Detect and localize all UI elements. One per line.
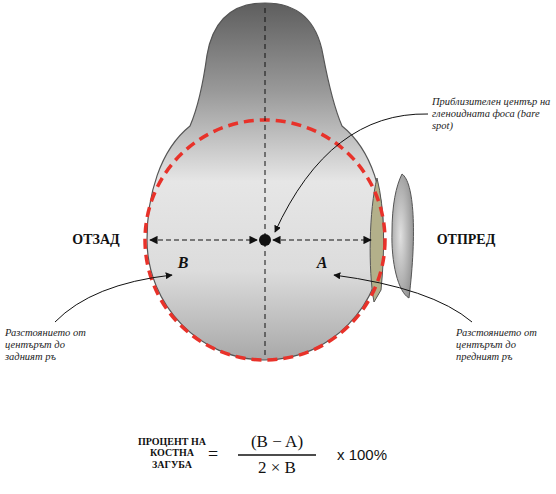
formula-sign: = — [208, 444, 218, 465]
dimension-letter: A — [317, 254, 328, 272]
dimension-b — [150, 239, 257, 240]
leader-arrow — [334, 275, 472, 322]
annotation-note: Разстоянието от центърът до задният ръ — [5, 327, 90, 363]
dimension-letter: B — [178, 254, 189, 272]
bone-fragment — [392, 174, 414, 298]
vertical-axis — [265, 8, 266, 358]
formula-denominator: 2 × B — [258, 458, 296, 478]
dimension-a — [273, 239, 371, 240]
direction-label: ОТПРЕД — [437, 232, 496, 248]
annotation-note: Разстоянието от центърът до предният ръ — [456, 327, 548, 363]
leader-arrow — [55, 275, 172, 322]
center-dot — [259, 234, 271, 246]
formula-label: ПРОЦЕНТ НА КОСТНА ЗАГУБА — [132, 436, 212, 471]
formula-factor: x 100% — [337, 446, 387, 463]
leader-arrow — [275, 114, 428, 232]
direction-label: ОТЗАД — [72, 232, 119, 248]
formula-numerator: (B − A) — [251, 432, 303, 452]
glenoid-outline — [147, 3, 383, 360]
annotation-note: Приблизителен център на гленоидната фоса… — [432, 96, 552, 132]
fraction-bar — [238, 454, 316, 455]
